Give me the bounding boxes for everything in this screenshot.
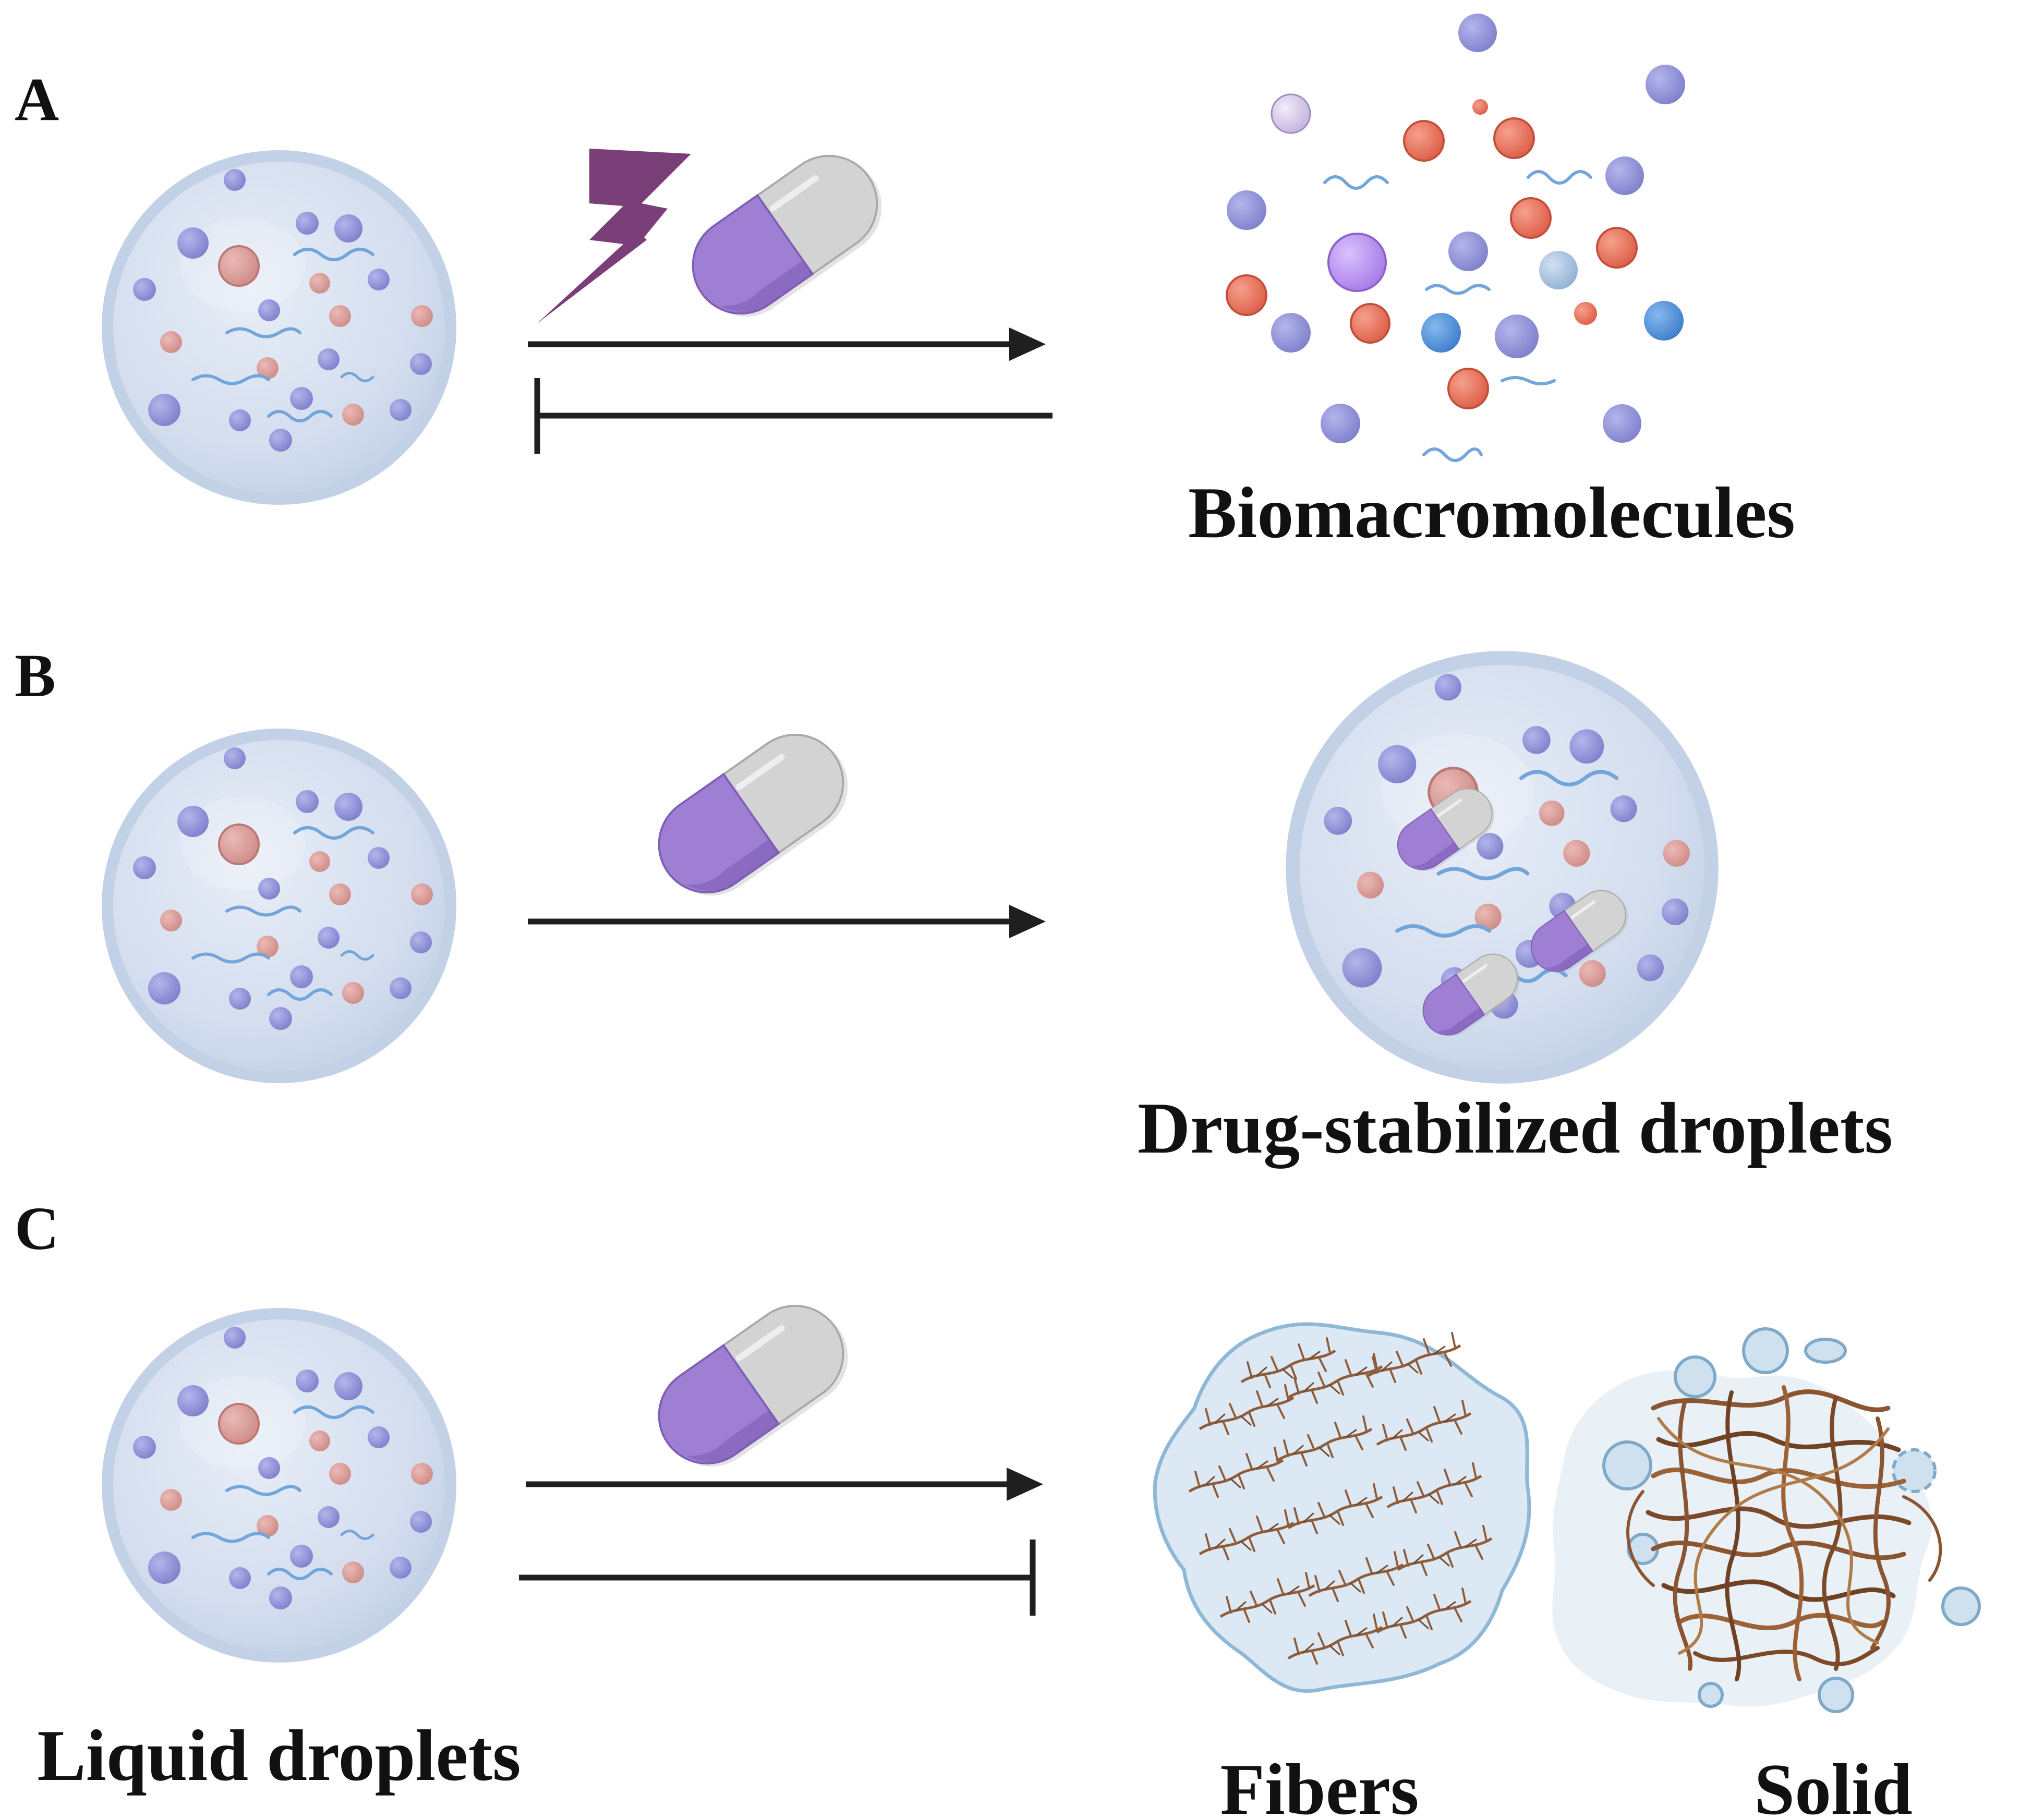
result-label-drug-stabilized-droplets: Drug-stabilized droplets [1138, 1088, 1893, 1169]
liquid-droplet-icon [102, 150, 456, 505]
forward-arrow [528, 328, 1046, 361]
liquid-droplet-icon [102, 1308, 456, 1663]
panel-b: B Drug-stabilized droplets [15, 641, 1893, 1169]
result-label-biomacromolecules: Biomacromolecules [1188, 472, 1795, 553]
solid-aggregate-icon [1552, 1327, 1981, 1713]
panel-a: A [15, 14, 1795, 553]
inhibition-arrow [519, 1540, 1036, 1616]
forward-arrow [528, 905, 1046, 938]
inhibition-arrow [534, 378, 1053, 454]
drug-capsule-icon [640, 1286, 866, 1486]
forward-arrow [526, 1468, 1043, 1501]
panel-letter-b: B [15, 641, 56, 710]
result-label-solid: Solid [1754, 1749, 1913, 1818]
dispersed-molecules-icon [1226, 14, 1685, 462]
liquid-droplet-icon [102, 729, 456, 1083]
panel-letter-a: A [15, 65, 59, 134]
drug-stabilized-droplet-icon [1286, 651, 1719, 1084]
drug-capsule-icon [640, 714, 866, 915]
panel-letter-c: C [15, 1194, 59, 1263]
lightning-bolt-icon [537, 149, 691, 323]
drug-capsule-icon [674, 136, 900, 336]
fiber-aggregate-icon [1153, 1322, 1531, 1693]
panel-c: C [15, 1194, 1981, 1818]
result-label-fibers: Fibers [1220, 1749, 1419, 1818]
start-label-liquid-droplets: Liquid droplets [37, 1715, 521, 1796]
